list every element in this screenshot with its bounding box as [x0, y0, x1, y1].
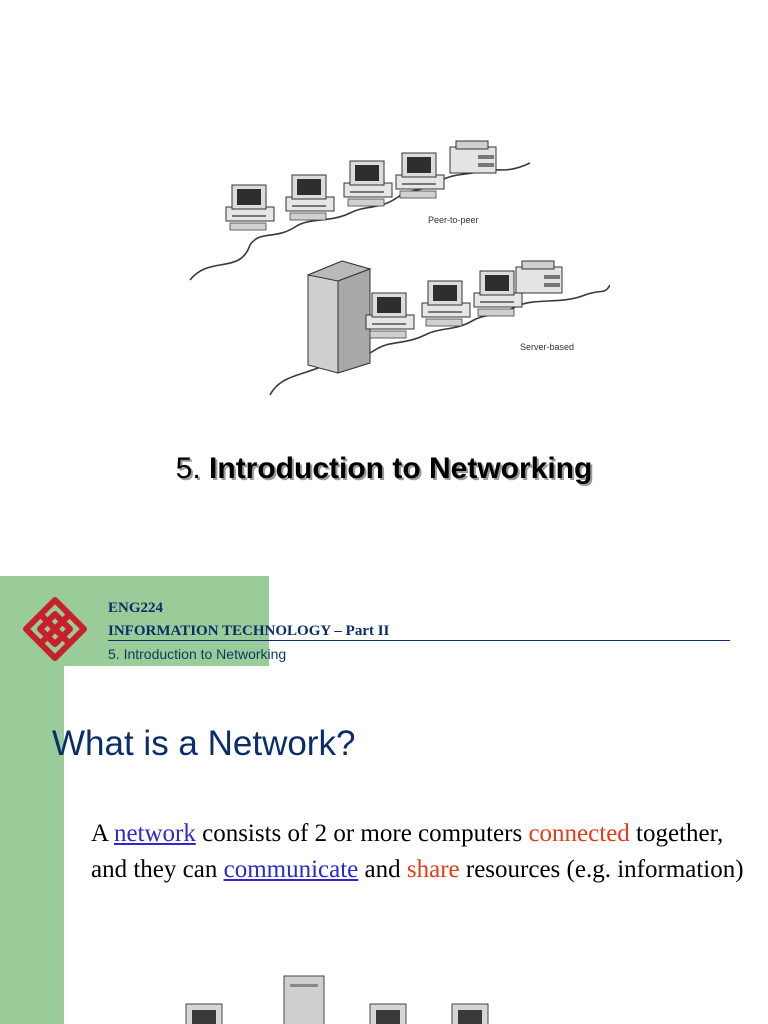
chapter-subtitle: 5. Introduction to Networking [108, 646, 287, 662]
slide-title-number: 5. [175, 452, 201, 485]
header-divider [108, 640, 730, 641]
share-term: share [406, 856, 460, 883]
left-band [0, 576, 64, 1024]
definition-text: resources (e.g. information) [459, 856, 744, 883]
definition-text: together, and they can [91, 820, 724, 883]
content-slide: ENG224 INFORMATION TECHNOLOGY – Part II … [0, 576, 768, 1024]
course-name: INFORMATION TECHNOLOGY – Part II [108, 623, 390, 639]
computer-icon [369, 1003, 407, 1024]
network-definition: A network consists of 2 or more computer… [91, 816, 761, 888]
slide-heading: What is a Network? [52, 724, 356, 763]
title-slide: Peer-to-peer Server-based 5. Introductio… [0, 140, 768, 486]
bottom-computers-illustration [185, 975, 489, 1024]
slide-title: 5. Introduction to Networking [0, 452, 768, 486]
computer-icon [185, 1003, 223, 1024]
definition-text: A [91, 820, 114, 847]
definition-text: and [358, 856, 407, 883]
server-based-label: Server-based [520, 342, 574, 352]
connected-term: connected [528, 820, 630, 847]
communicate-link[interactable]: communicate [223, 856, 359, 883]
server-tower [306, 260, 372, 374]
network-link[interactable]: network [113, 820, 196, 847]
server-icon [283, 975, 325, 1024]
computer-icon [451, 1003, 489, 1024]
university-logo-icon [23, 597, 87, 661]
slide-title-text: Introduction to Networking [209, 452, 593, 485]
network-illustration: Peer-to-peer Server-based [189, 140, 610, 396]
definition-text: consists of 2 or more computers [195, 820, 529, 847]
course-code: ENG224 [108, 600, 164, 616]
peer-to-peer-label: Peer-to-peer [428, 215, 479, 225]
